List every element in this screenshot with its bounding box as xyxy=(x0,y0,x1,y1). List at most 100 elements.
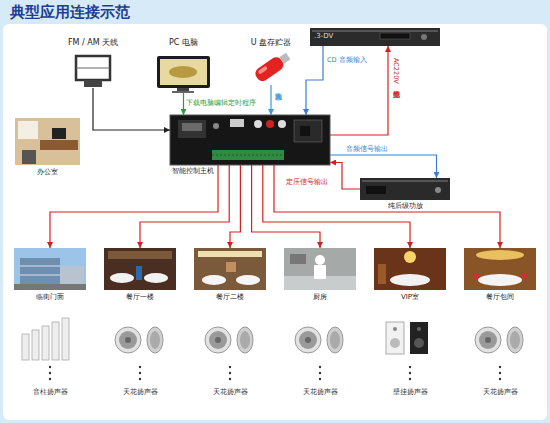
host-unit-image xyxy=(170,115,330,165)
node-label: 天花扬声器 xyxy=(104,388,176,397)
ceiling-speaker-image xyxy=(205,327,253,353)
column-speaker-image xyxy=(62,318,69,360)
private-room-photo xyxy=(476,250,524,260)
kitchen-photo xyxy=(284,248,356,290)
node-label: 壁挂扬声器 xyxy=(374,388,446,397)
pc-monitor-image xyxy=(157,56,210,93)
pc-monitor-image xyxy=(160,59,207,85)
column-speaker-image xyxy=(52,322,59,360)
amplifier-image xyxy=(362,180,448,182)
connector xyxy=(50,165,218,248)
ceiling-speaker-image xyxy=(475,327,523,353)
kitchen-photo xyxy=(284,248,356,290)
zone-node: 临街门面 xyxy=(14,248,86,290)
antenna-image xyxy=(76,56,110,80)
node-label: FM / AM 天线 xyxy=(60,38,126,47)
connector xyxy=(306,46,323,115)
host-unit-image xyxy=(254,120,262,128)
connector xyxy=(330,163,360,190)
office-photo xyxy=(40,140,78,150)
continuation-dots xyxy=(499,378,501,380)
node-label: .3-DV xyxy=(314,32,374,41)
office-photo xyxy=(15,118,80,165)
zone-node: 餐厅二楼 xyxy=(194,248,266,290)
antenna-image xyxy=(84,80,102,87)
host-unit-image xyxy=(278,120,286,128)
node-label: VIP室 xyxy=(374,293,446,302)
antenna-image xyxy=(76,68,110,69)
node-label: 临街门面 xyxy=(14,293,86,302)
dv-player-image xyxy=(312,30,438,32)
vip-room-photo xyxy=(374,248,446,290)
host-unit-image xyxy=(294,120,322,142)
host-unit-image xyxy=(170,115,330,165)
wall-speaker-image xyxy=(393,327,397,331)
host-unit-image xyxy=(178,120,206,138)
connector xyxy=(230,165,240,248)
dining-photo xyxy=(104,248,176,290)
speaker-node: 天花扬声器 xyxy=(194,318,266,362)
office-photo xyxy=(52,128,66,139)
dining-photo xyxy=(226,262,236,272)
vip-room-photo xyxy=(374,248,446,290)
dv-player-image xyxy=(421,34,427,40)
continuation-dots xyxy=(499,372,501,374)
dining-photo xyxy=(110,273,134,283)
dv-player-image xyxy=(310,28,440,46)
continuation-dots xyxy=(319,372,321,374)
dining-photo xyxy=(202,275,226,285)
continuation-dots xyxy=(49,366,51,368)
continuation-dots xyxy=(409,378,411,380)
private-room-photo xyxy=(464,248,536,290)
wall-speaker-image xyxy=(386,322,404,354)
node-label: 天花扬声器 xyxy=(284,388,356,397)
antenna-node: FM / AM 天线 xyxy=(72,54,114,88)
pc-node: PC 电脑 xyxy=(155,55,212,93)
dining-photo xyxy=(236,275,260,285)
continuation-dots xyxy=(49,372,51,374)
speaker-node: 天花扬声器 xyxy=(284,318,356,362)
dining-photo xyxy=(194,248,266,290)
host-unit-image xyxy=(212,150,284,160)
continuation-dots xyxy=(139,366,141,368)
continuation-dots xyxy=(229,372,231,374)
connector xyxy=(252,165,320,248)
antenna-image xyxy=(76,56,110,87)
pc-monitor-image xyxy=(157,56,210,88)
node-label: 餐厅一楼 xyxy=(104,293,176,302)
host-unit-image xyxy=(230,119,244,127)
node-label: 餐厅二楼 xyxy=(194,293,266,302)
amplifier-image xyxy=(366,186,386,194)
continuation-dots xyxy=(49,366,501,380)
wall-speaker-image xyxy=(390,338,400,348)
continuation-dots xyxy=(319,378,321,380)
diagram-title: 典型应用连接示范 xyxy=(10,3,130,22)
continuation-dots xyxy=(49,378,51,380)
dining-photo xyxy=(108,251,172,259)
private-room-photo xyxy=(473,273,479,279)
node-label: PC 电脑 xyxy=(151,38,216,47)
vip-room-photo xyxy=(390,274,430,286)
speaker-node: 音柱扬声器 xyxy=(14,318,86,362)
signal-label: 音频信号输出 xyxy=(346,145,388,153)
node-label: U 盘存贮器 xyxy=(236,38,306,47)
host-node: 智能控制主机 xyxy=(170,115,330,165)
zone-node: VIP室 xyxy=(374,248,446,290)
speaker-node: 天花扬声器 xyxy=(464,318,536,362)
node-label: 音柱扬声器 xyxy=(14,388,86,397)
connector xyxy=(270,85,271,115)
storefront-photo xyxy=(14,248,86,290)
continuation-dots xyxy=(139,372,141,374)
column-speaker-image xyxy=(22,318,69,360)
connector xyxy=(140,165,229,248)
kitchen-photo xyxy=(314,265,326,279)
connector xyxy=(330,155,437,178)
connector xyxy=(183,93,184,115)
office-photo xyxy=(18,121,38,139)
amplifier-image xyxy=(360,178,450,200)
office-photo xyxy=(15,118,80,165)
usb-drive-image xyxy=(253,50,292,83)
dining-photo xyxy=(194,248,266,290)
